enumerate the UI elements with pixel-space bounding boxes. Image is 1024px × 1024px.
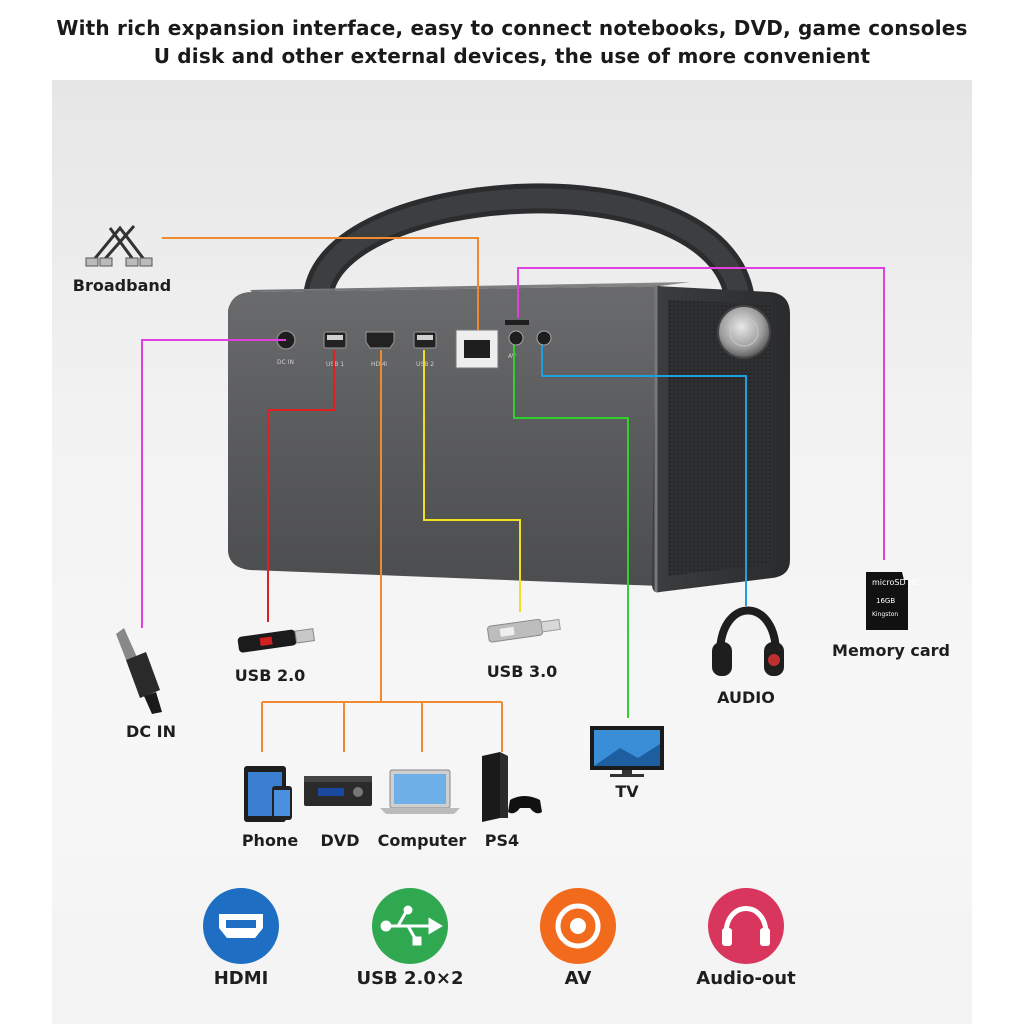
hdmi-port (365, 331, 395, 349)
port-label-dcin: DC IN (277, 359, 294, 366)
label-broadband: Broadband (72, 276, 172, 295)
port-label-av: AV (508, 353, 517, 360)
wire-usb2 (267, 350, 335, 622)
label-dcin: DC IN (126, 722, 176, 741)
handle-knob (717, 305, 771, 359)
memory-card-icon: microSD HC 16GB Kingston (866, 572, 920, 630)
header-line-2: U disk and other external devices, the u… (153, 44, 871, 68)
usb3-stick-icon (487, 618, 561, 643)
label-computer: Computer (377, 831, 467, 850)
wire-memory (517, 267, 885, 560)
tv-icon (590, 726, 664, 777)
header-banner: With rich expansion interface, easy to c… (0, 0, 1024, 80)
label-ps4: PS4 (484, 831, 520, 850)
ethernet-cable-icon (85, 225, 153, 267)
port-label-hdmi: HDMI (371, 361, 387, 368)
feature-av (540, 888, 616, 964)
usb-icon (380, 905, 443, 946)
feature-label-av: AV (564, 968, 592, 989)
dvd-player-icon (304, 776, 372, 806)
feature-label-hdmi: HDMI (213, 968, 269, 989)
label-memory-card: Memory card (832, 641, 950, 660)
label-usb20: USB 2.0 (234, 666, 306, 685)
ps4-console-icon (482, 752, 542, 822)
svg-text:Kingston: Kingston (872, 611, 898, 618)
phone-tablet-icon (244, 766, 292, 822)
header-line-1: With rich expansion interface, easy to c… (56, 16, 968, 40)
port-labels: DC IN USB 1 HDMI USB 2 AV (277, 353, 517, 368)
svg-text:16GB: 16GB (876, 597, 895, 605)
label-tv: TV (615, 782, 639, 801)
label-audio: AUDIO (717, 688, 775, 707)
wire-usb3 (423, 350, 521, 612)
av-icon (555, 903, 601, 949)
sd-slot (505, 320, 529, 325)
dc-plug-icon (116, 628, 162, 714)
wire-audio (541, 345, 747, 606)
handle-strap (303, 183, 755, 315)
feature-audio-out (708, 888, 784, 964)
headphones-icon (712, 606, 784, 676)
label-dvd: DVD (320, 831, 360, 850)
wire-dcin (141, 339, 286, 628)
svg-text:microSD HC: microSD HC (872, 578, 920, 587)
label-usb30: USB 3.0 (486, 662, 558, 681)
projector-body (228, 282, 790, 593)
label-phone: Phone (241, 831, 299, 850)
headphones-icon (722, 906, 770, 946)
audio-port (536, 330, 552, 346)
feature-usb (372, 888, 448, 964)
feature-hdmi (203, 888, 279, 964)
connection-wires (141, 237, 885, 752)
feature-label-usb: USB 2.0×2 (356, 968, 464, 989)
wire-broadband (162, 237, 479, 330)
av-port (508, 330, 524, 346)
port-label-usb1: USB 1 (326, 361, 344, 368)
usb-stick-icon (237, 628, 316, 653)
laptop-icon (380, 769, 460, 814)
wire-av (513, 345, 629, 718)
port-label-usb2: USB 2 (416, 361, 434, 368)
feature-label-audio-out: Audio-out (696, 968, 796, 989)
